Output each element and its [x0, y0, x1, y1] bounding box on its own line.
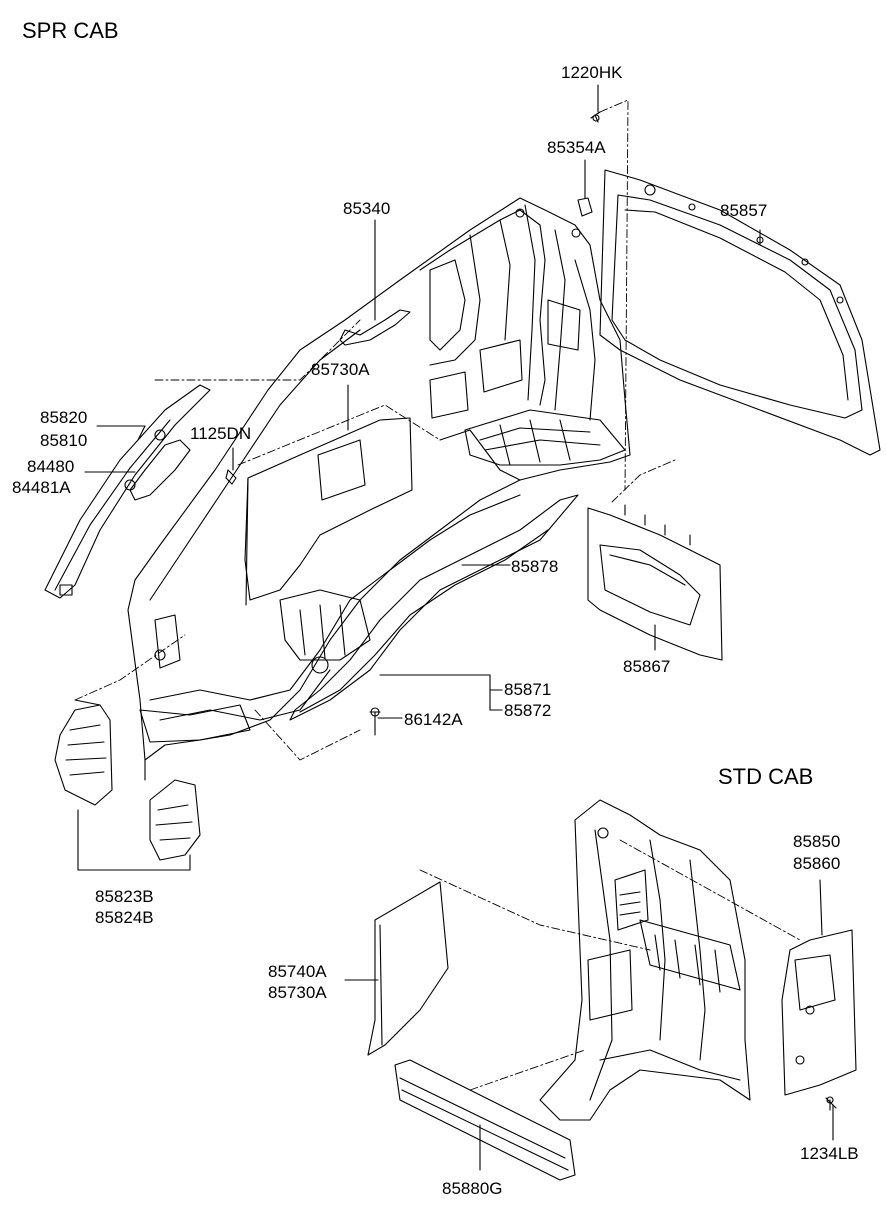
part-number-85810: 85810 — [40, 431, 88, 450]
side-sill-trim — [289, 494, 579, 721]
part-number-85820: 85820 — [40, 408, 88, 427]
part-number-85340: 85340 — [343, 199, 391, 218]
section-title-spr-cab: SPR CAB — [22, 18, 119, 43]
part-number-84480: 84480 — [27, 457, 75, 476]
part-number-85740A: 85740A — [268, 962, 327, 981]
std-sill-trim — [394, 1059, 576, 1181]
std-rear-trim — [781, 929, 857, 1096]
bolt-86142A — [369, 707, 381, 736]
part-number-85867: 85867 — [623, 657, 671, 676]
part-number-85880G: 85880G — [442, 1179, 503, 1198]
part-number-85354A: 85354A — [547, 138, 606, 157]
std-inner-panel — [539, 799, 751, 1121]
rear-panel-trim — [587, 504, 723, 661]
screw-1234LB — [825, 1096, 837, 1111]
coat-hook — [339, 309, 411, 346]
clip-85354A — [577, 197, 593, 217]
part-number-1234LB: 1234LB — [800, 1144, 859, 1163]
std-quarter-trim — [367, 881, 449, 1056]
part-number-86142A: 86142A — [404, 710, 463, 729]
part-number-1220HK: 1220HK — [561, 63, 623, 82]
part-number-85872: 85872 — [504, 701, 552, 720]
part-number-85878: 85878 — [511, 557, 559, 576]
part-number-85730A-std: 85730A — [268, 983, 327, 1002]
clip-1125DN — [225, 469, 237, 485]
part-number-85730A-spr: 85730A — [311, 360, 370, 379]
reference-lines — [74, 99, 801, 1091]
part-number-85871: 85871 — [504, 680, 552, 699]
brackets-85823B — [54, 699, 201, 861]
pillar-trim — [44, 384, 211, 599]
section-title-std-cab: STD CAB — [718, 764, 814, 789]
leader-lines — [77, 84, 834, 1171]
assist-handle — [124, 429, 191, 501]
part-number-1125DN: 1125DN — [190, 424, 252, 443]
part-number-85857: 85857 — [720, 201, 768, 220]
part-number-85823B: 85823B — [95, 887, 154, 906]
inner-body-panel — [127, 197, 631, 781]
quarter-trim-panel-spr — [244, 417, 413, 606]
part-number-85860: 85860 — [793, 854, 841, 873]
part-number-84481A: 84481A — [12, 478, 71, 497]
screw-1220HK — [590, 111, 601, 123]
part-number-85850: 85850 — [793, 832, 841, 851]
back-window-trim — [599, 169, 881, 456]
part-number-85824B: 85824B — [95, 908, 154, 927]
